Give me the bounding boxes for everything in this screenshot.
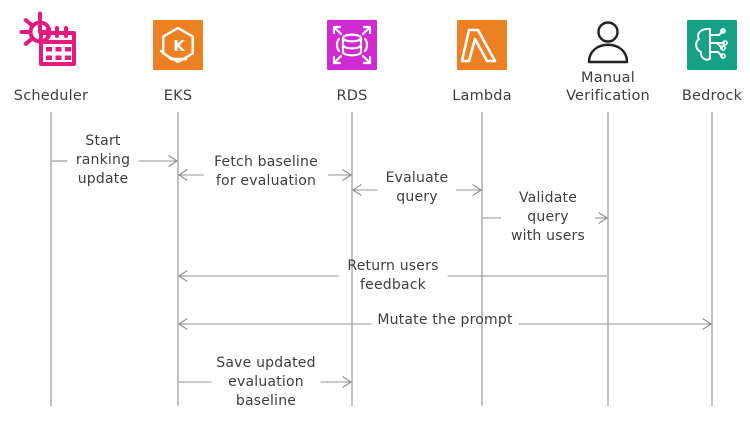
participant-label-rds: RDS (336, 88, 367, 104)
message-label: evaluation (228, 374, 304, 390)
message-label: Return users (347, 258, 438, 274)
message-label: Validate (519, 190, 577, 206)
lambda-icon (460, 28, 497, 63)
bedrock-brain-circuit-icon (695, 27, 728, 61)
arrowhead-left (178, 318, 188, 330)
participant-eks[interactable]: K EKS (153, 20, 203, 104)
participant-scheduler[interactable]: Scheduler (14, 11, 88, 105)
participant-tile-bedrock (687, 20, 737, 70)
message-label: Save updated (216, 355, 315, 371)
participant-label-scheduler: Scheduler (14, 88, 88, 104)
arrowhead-right (342, 169, 352, 181)
lifelines-group (50, 112, 713, 406)
arrowhead-right (598, 212, 608, 224)
participant-tile-eks (153, 20, 203, 70)
arrowhead-left (352, 184, 362, 196)
participant-label-manual-line2: Verification (566, 88, 650, 104)
message-label: baseline (236, 393, 296, 409)
message-m2: Fetch baseline for evaluation (178, 154, 352, 189)
participant-rds[interactable]: RDS (327, 20, 377, 104)
participant-lambda[interactable]: Lambda (452, 20, 512, 104)
svg-text:K: K (173, 37, 186, 55)
calendar-clock-icon (19, 11, 76, 66)
arrowhead-left (178, 270, 188, 282)
rds-database-icon (332, 25, 372, 65)
participant-bedrock[interactable]: Bedrock (682, 20, 743, 104)
participants-group: Scheduler K EKS RDS Lambda ManualVerification… (14, 11, 743, 105)
arrowhead-right (342, 376, 352, 388)
message-label: query (527, 209, 568, 225)
participant-label-bedrock: Bedrock (682, 88, 743, 104)
message-m7: Save updated evaluation baseline (179, 355, 352, 409)
arrowhead-right (702, 318, 712, 330)
messages-group: Start ranking update Fetch baseline for eval… (52, 133, 712, 409)
message-m5: Return users feedback (178, 258, 607, 293)
participant-label-lambda: Lambda (452, 88, 512, 104)
message-label: with users (511, 228, 585, 244)
arrowhead-left (178, 169, 188, 181)
message-m4: Validate query with users (483, 190, 608, 244)
message-label: Start (85, 133, 121, 149)
message-m3: Evaluate query (352, 170, 482, 205)
message-label: Mutate the prompt (377, 312, 513, 328)
message-m1: Start ranking update (52, 133, 178, 187)
eks-kubernetes-icon: K (159, 26, 194, 64)
message-label: update (78, 171, 129, 187)
message-label: query (396, 189, 437, 205)
participant-label-eks: EKS (164, 88, 192, 104)
message-label: ranking (76, 152, 130, 168)
participant-label-manual: Manual (581, 70, 635, 86)
person-icon (587, 21, 629, 64)
arrowhead-right (168, 155, 178, 167)
message-label: Evaluate (386, 170, 449, 186)
message-label: for evaluation (216, 173, 316, 189)
message-label: Fetch baseline (214, 154, 318, 170)
message-label: feedback (360, 277, 427, 293)
message-m6: Mutate the prompt (178, 312, 712, 330)
arrowhead-right (472, 184, 482, 196)
